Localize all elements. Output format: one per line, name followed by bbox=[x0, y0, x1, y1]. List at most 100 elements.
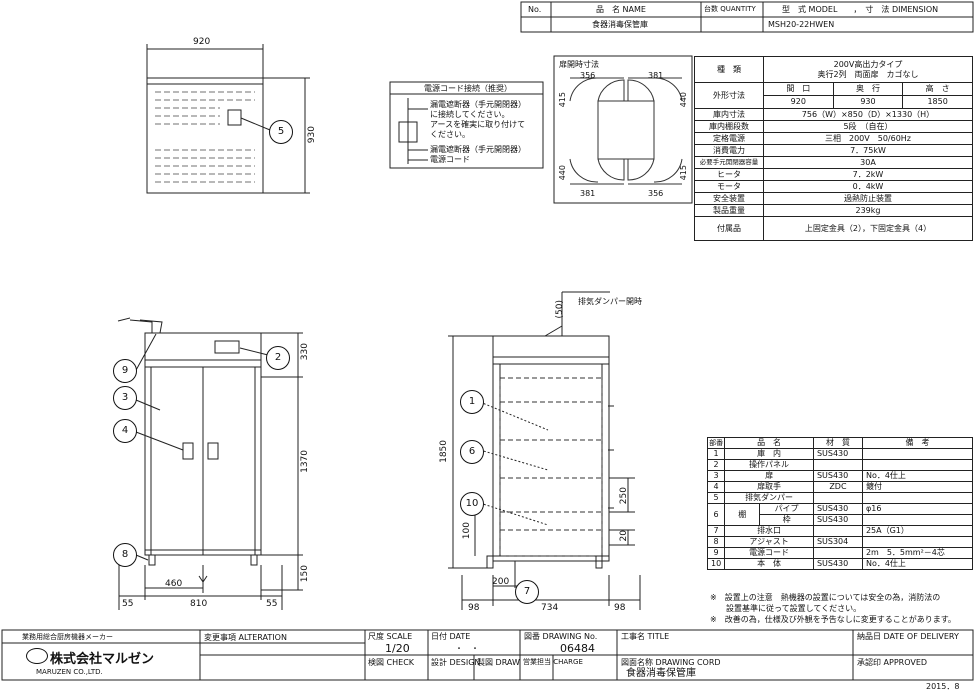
parts-note-1a: ※ 設置上の注意 熱機器の設置については安全の為，消防法の bbox=[710, 593, 941, 602]
parts-row-note bbox=[861, 448, 974, 460]
parts-row-note: No．4仕上 bbox=[861, 558, 974, 570]
dim-side-100: 100 bbox=[462, 522, 472, 540]
spec-acc-label: 付属品 bbox=[694, 216, 764, 241]
spec-power-label: 定格電源 bbox=[694, 132, 764, 145]
parts-row-mat: SUS304 bbox=[812, 536, 863, 548]
dim-front-1370: 1370 bbox=[300, 450, 310, 473]
drawing-cord-label: 図面名称 DRAWING CORD bbox=[621, 658, 721, 667]
date-label: 日付 DATE bbox=[431, 632, 471, 641]
parts-row-mat: SUS430 bbox=[812, 558, 863, 570]
damper-label: 排気ダンパー開時 bbox=[578, 297, 642, 306]
header-name-label: 品 名 NAME bbox=[596, 5, 646, 14]
parts-row-note: φ16 bbox=[861, 503, 974, 515]
maker-en: MARUZEN CO.,LTD. bbox=[36, 668, 103, 676]
drawing-cord-value: 食器消毒保管庫 bbox=[626, 668, 696, 679]
cord-note-3: アースを確実に取り付けて bbox=[430, 120, 526, 129]
parts-row-no: 3 bbox=[706, 470, 726, 482]
spec-breaker-value: 30A bbox=[763, 156, 973, 169]
spec-inner-value: 756（W）×850（D）×1330（H） bbox=[763, 108, 973, 121]
spec-motor-value: 0．4kW bbox=[763, 180, 973, 193]
parts-row-note: No．4仕上 bbox=[861, 470, 974, 482]
spec-breaker-label: 必要手元開閉器容量 bbox=[694, 156, 764, 169]
parts-row-name: 操作パネル bbox=[724, 459, 814, 471]
parts-row-no: 10 bbox=[706, 558, 726, 570]
parts-row-no: 4 bbox=[706, 481, 726, 493]
parts-row-note bbox=[861, 492, 974, 504]
approved-label: 承認印 APPROVED bbox=[857, 658, 928, 667]
parts-head-mat: 材 質 bbox=[812, 437, 863, 449]
parts-row-mat bbox=[812, 525, 863, 537]
dim-front-55-right: 55 bbox=[266, 599, 278, 609]
spec-heater-value: 7．2kW bbox=[763, 168, 973, 181]
spec-outer-h-head: 高 さ bbox=[902, 82, 973, 96]
top-view-body bbox=[146, 77, 264, 194]
maker-logo-icon bbox=[26, 648, 48, 664]
spec-safety-value: 過熱防止装置 bbox=[763, 192, 973, 205]
revision-date: 2015．8 bbox=[926, 682, 960, 691]
parts-row-name: 庫 内 bbox=[724, 448, 814, 460]
door-dim-415-right: 415 bbox=[679, 165, 688, 181]
dim-top-width: 920 bbox=[193, 37, 211, 47]
parts-row-name: 棚 bbox=[724, 503, 761, 526]
parts-row-no: 5 bbox=[706, 492, 726, 504]
dim-front-460: 460 bbox=[165, 579, 183, 589]
parts-row-sub: 枠 bbox=[759, 514, 814, 526]
spec-outer-w: 920 bbox=[763, 95, 834, 109]
parts-note-2: ※ 改善の為，仕様及び外観を予告なしに変更することがあります。 bbox=[710, 615, 956, 624]
charge-label: 営業担当 CHARGE bbox=[523, 658, 583, 666]
balloon-10: 10 bbox=[460, 492, 484, 516]
spec-heater-label: ヒータ bbox=[694, 168, 764, 181]
dim-side-1850: 1850 bbox=[439, 440, 449, 463]
spec-outer-w-head: 間 口 bbox=[763, 82, 834, 96]
balloon-3: 3 bbox=[113, 386, 137, 410]
cord-label-breaker: 漏電遮断器（手元開閉器） bbox=[430, 145, 526, 154]
parts-row-no: 1 bbox=[706, 448, 726, 460]
parts-row-no: 6 bbox=[706, 503, 726, 526]
header-name-value: 食器消毒保管庫 bbox=[592, 20, 648, 29]
dim-side-200: 200 bbox=[492, 577, 510, 587]
door-dim-440-left: 440 bbox=[558, 165, 567, 181]
dim-side-98-right: 98 bbox=[614, 603, 626, 613]
parts-row-note: 2m 5．5mm²－4芯 bbox=[861, 547, 974, 559]
cord-box-title: 電源コード接続（推奨） bbox=[424, 84, 512, 93]
maker-sub: 業務用総合厨房機器メーカー bbox=[22, 633, 113, 641]
spec-motor-label: モータ bbox=[694, 180, 764, 193]
drawing-no-value: 06484 bbox=[560, 642, 595, 655]
door-dim-381-top: 381 bbox=[648, 71, 664, 80]
parts-row-mat: SUS430 bbox=[812, 470, 863, 482]
spec-table: 種 類 200V高出力タイプ奥行2列 両面扉 カゴなし 外形寸法 間 口 奥 行… bbox=[694, 56, 973, 241]
spec-outer-h: 1850 bbox=[902, 95, 973, 109]
balloon-8: 8 bbox=[113, 543, 137, 567]
draw-label: 製図 DRAW bbox=[477, 658, 520, 667]
cord-label-cord: 電源コード bbox=[430, 155, 470, 164]
dim-front-330: 330 bbox=[300, 343, 310, 361]
parts-row-mat bbox=[812, 492, 863, 504]
parts-row-mat: SUS430 bbox=[812, 514, 863, 526]
parts-row-mat: SUS430 bbox=[812, 503, 863, 515]
spec-consumption-value: 7．75kW bbox=[763, 144, 973, 157]
spec-outer-d: 930 bbox=[832, 95, 904, 109]
balloon-9: 9 bbox=[113, 359, 137, 383]
parts-row-name: 扉取手 bbox=[724, 481, 814, 493]
maker-name: 株式会社マルゼン bbox=[50, 652, 155, 667]
cord-note-1: 漏電遮断器（手元開閉器） bbox=[430, 100, 526, 109]
scale-label: 尺度 SCALE bbox=[368, 632, 413, 641]
dim-side-20: 20 bbox=[619, 530, 629, 542]
cord-note-2: に接続してください。 bbox=[430, 110, 510, 119]
design-label: 設計 DESIGN bbox=[431, 658, 481, 667]
parts-row-no: 8 bbox=[706, 536, 726, 548]
delivery-label: 納品日 DATE OF DELIVERY bbox=[857, 632, 959, 641]
parts-row-sub: パイプ bbox=[759, 503, 814, 515]
parts-row-note bbox=[861, 536, 974, 548]
parts-row-name: 扉 bbox=[724, 470, 814, 482]
door-dim-356-bottom: 356 bbox=[648, 189, 664, 198]
dim-side-50: (50) bbox=[555, 300, 565, 319]
header-no-label: No. bbox=[528, 5, 542, 14]
spec-acc-value: 上固定金具（2），下固定金具（4） bbox=[763, 216, 973, 241]
dim-side-734: 734 bbox=[541, 603, 559, 613]
parts-row-no: 2 bbox=[706, 459, 726, 471]
spec-power-value: 三相 200V 50/60Hz bbox=[763, 132, 973, 145]
header-qty-label: 台数 QUANTITY bbox=[704, 5, 756, 13]
door-dim-415-left: 415 bbox=[558, 92, 567, 108]
spec-kind-value: 200V高出力タイプ奥行2列 両面扉 カゴなし bbox=[763, 56, 973, 83]
